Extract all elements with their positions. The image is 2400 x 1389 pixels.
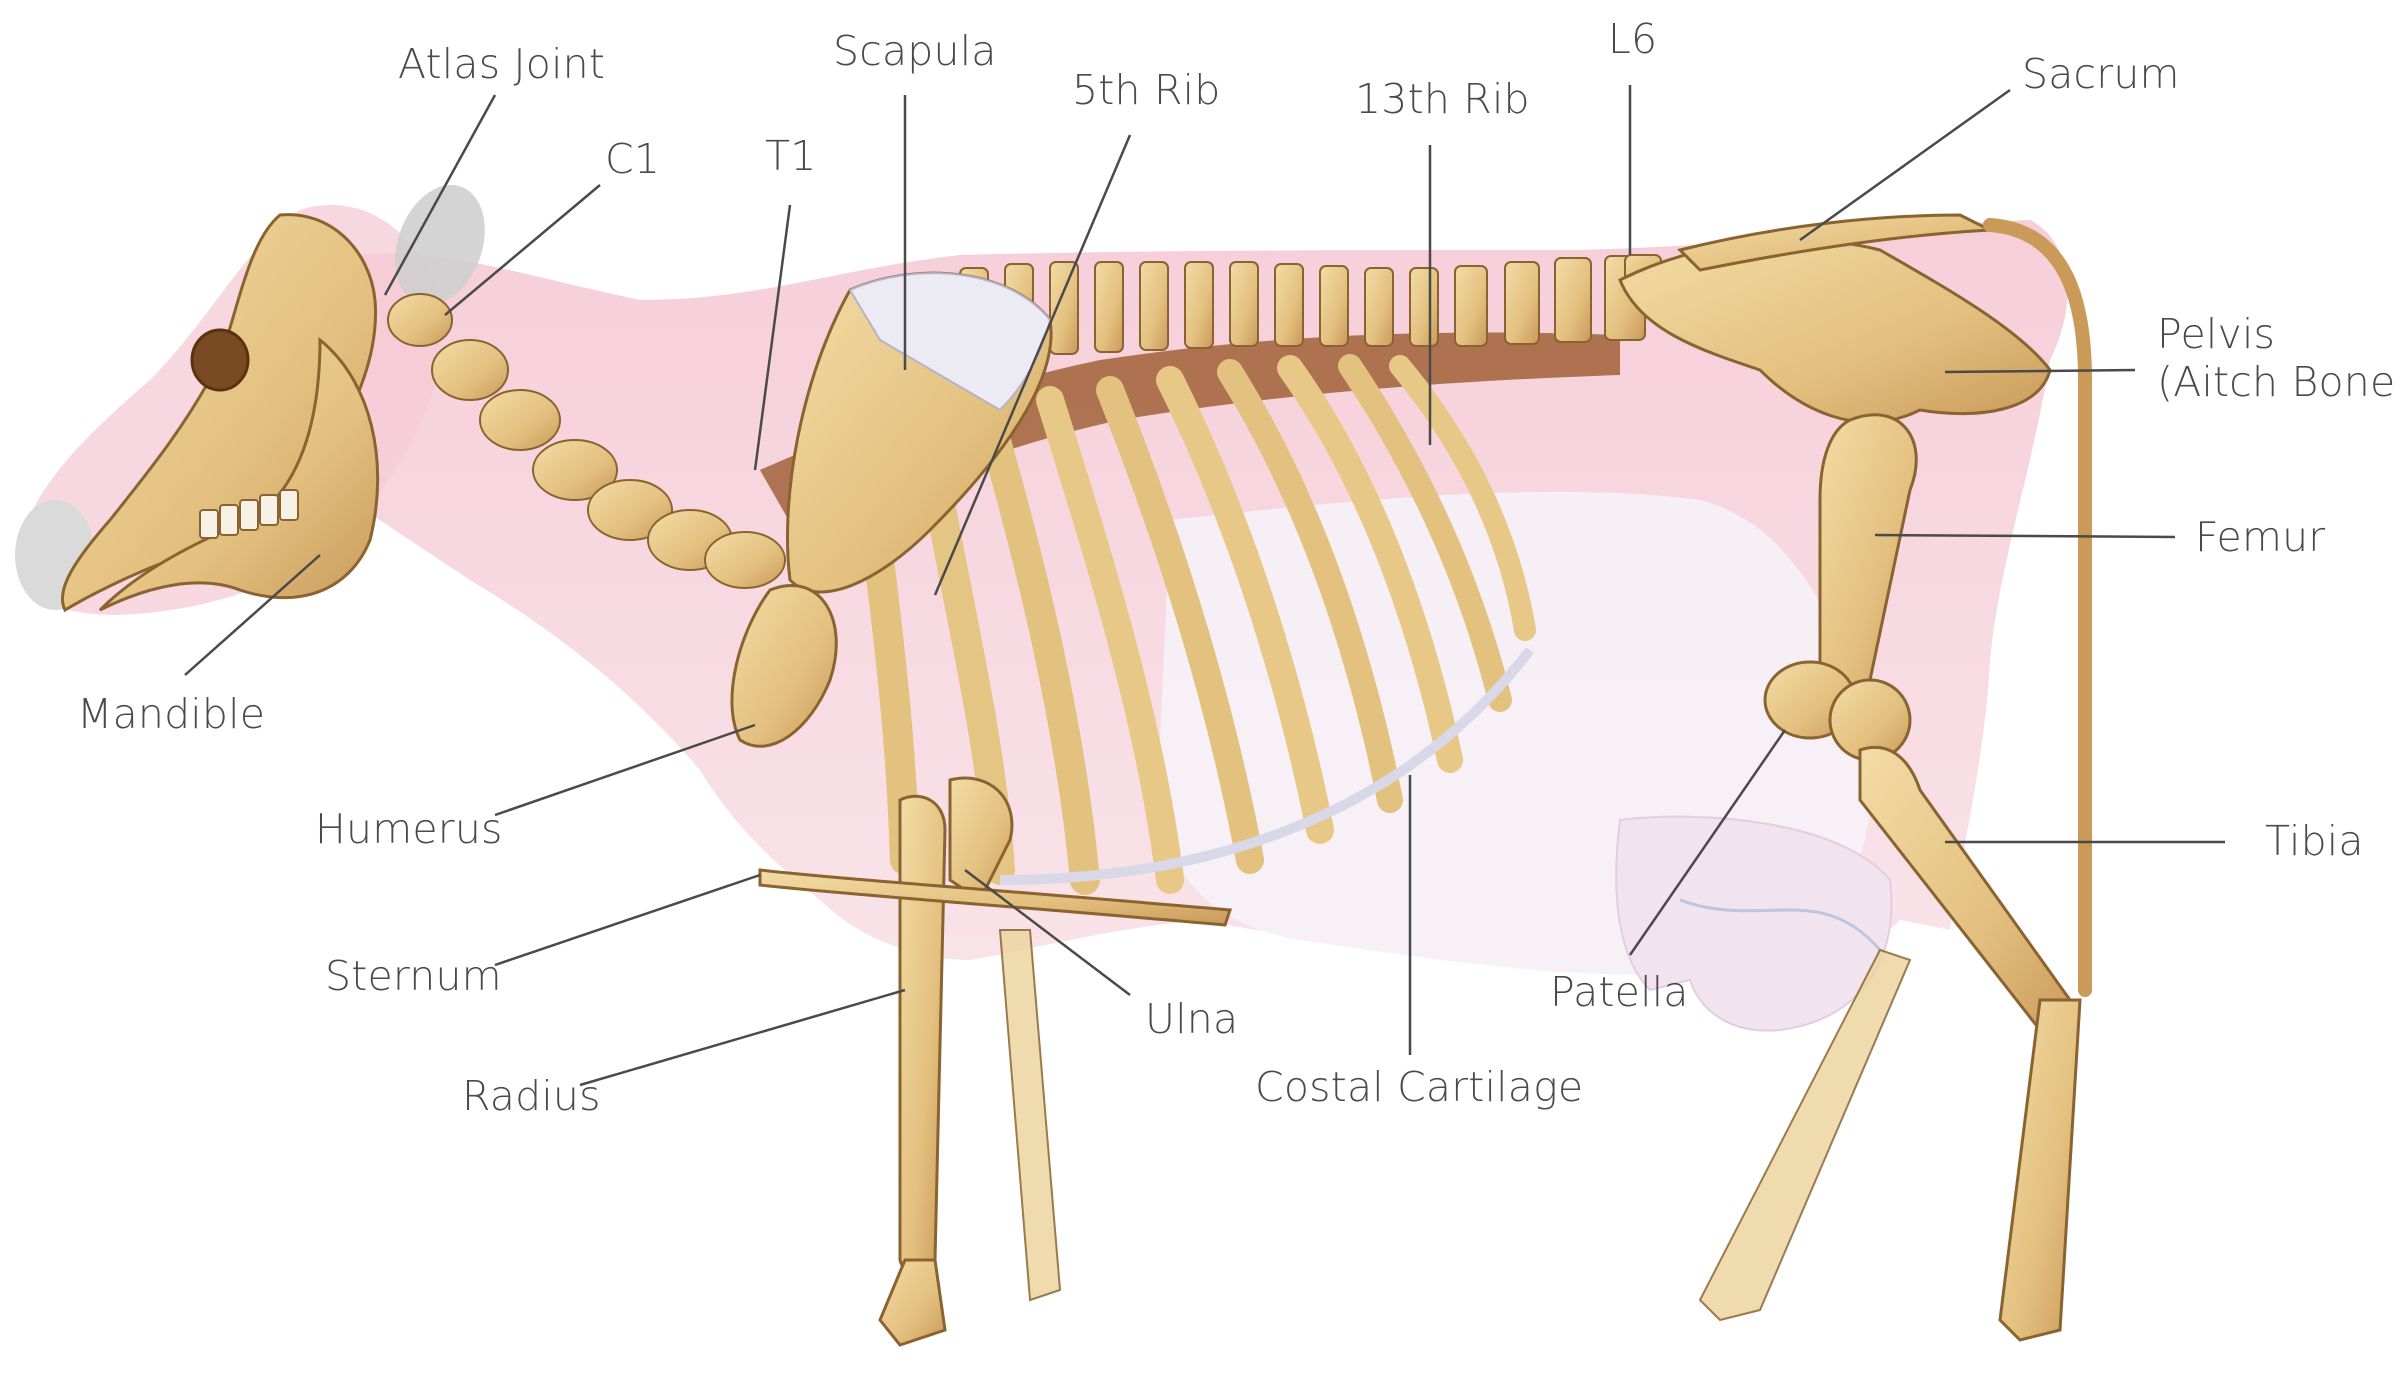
front-leg-near <box>880 1260 945 1345</box>
label-t1: T1 <box>765 132 817 180</box>
front-leg-far <box>1000 930 1060 1300</box>
label-c1: C1 <box>605 135 660 183</box>
label-tibia: Tibia <box>2265 817 2364 865</box>
label-ulna: Ulna <box>1145 995 1238 1043</box>
eye-orbit <box>192 330 248 390</box>
leader-radius <box>580 990 905 1085</box>
label-mandible: Mandible <box>77 690 265 738</box>
label-femur: Femur <box>2195 513 2325 561</box>
hind-leg-lower <box>2000 1000 2080 1340</box>
label-sacrum: Sacrum <box>2022 50 2180 98</box>
label-radius: Radius <box>462 1072 601 1120</box>
label-l6: L6 <box>1608 15 1657 63</box>
label-atlas-joint: Atlas Joint <box>398 40 605 88</box>
label-scapula: Scapula <box>833 27 997 75</box>
label-5th-rib: 5th Rib <box>1072 66 1220 114</box>
label-patella: Patella <box>1550 968 1689 1016</box>
radius-bone <box>900 796 945 1275</box>
label-sternum: Sternum <box>325 952 502 1000</box>
label-costal-cartilage: Costal Cartilage <box>1255 1063 1583 1111</box>
leader-sternum <box>495 875 760 965</box>
label-13th-rib: 13th Rib <box>1355 75 1530 123</box>
label-pelvis-aitch-bone: Pelvis (Aitch Bone) <box>2157 310 2400 407</box>
label-humerus: Humerus <box>315 805 503 853</box>
